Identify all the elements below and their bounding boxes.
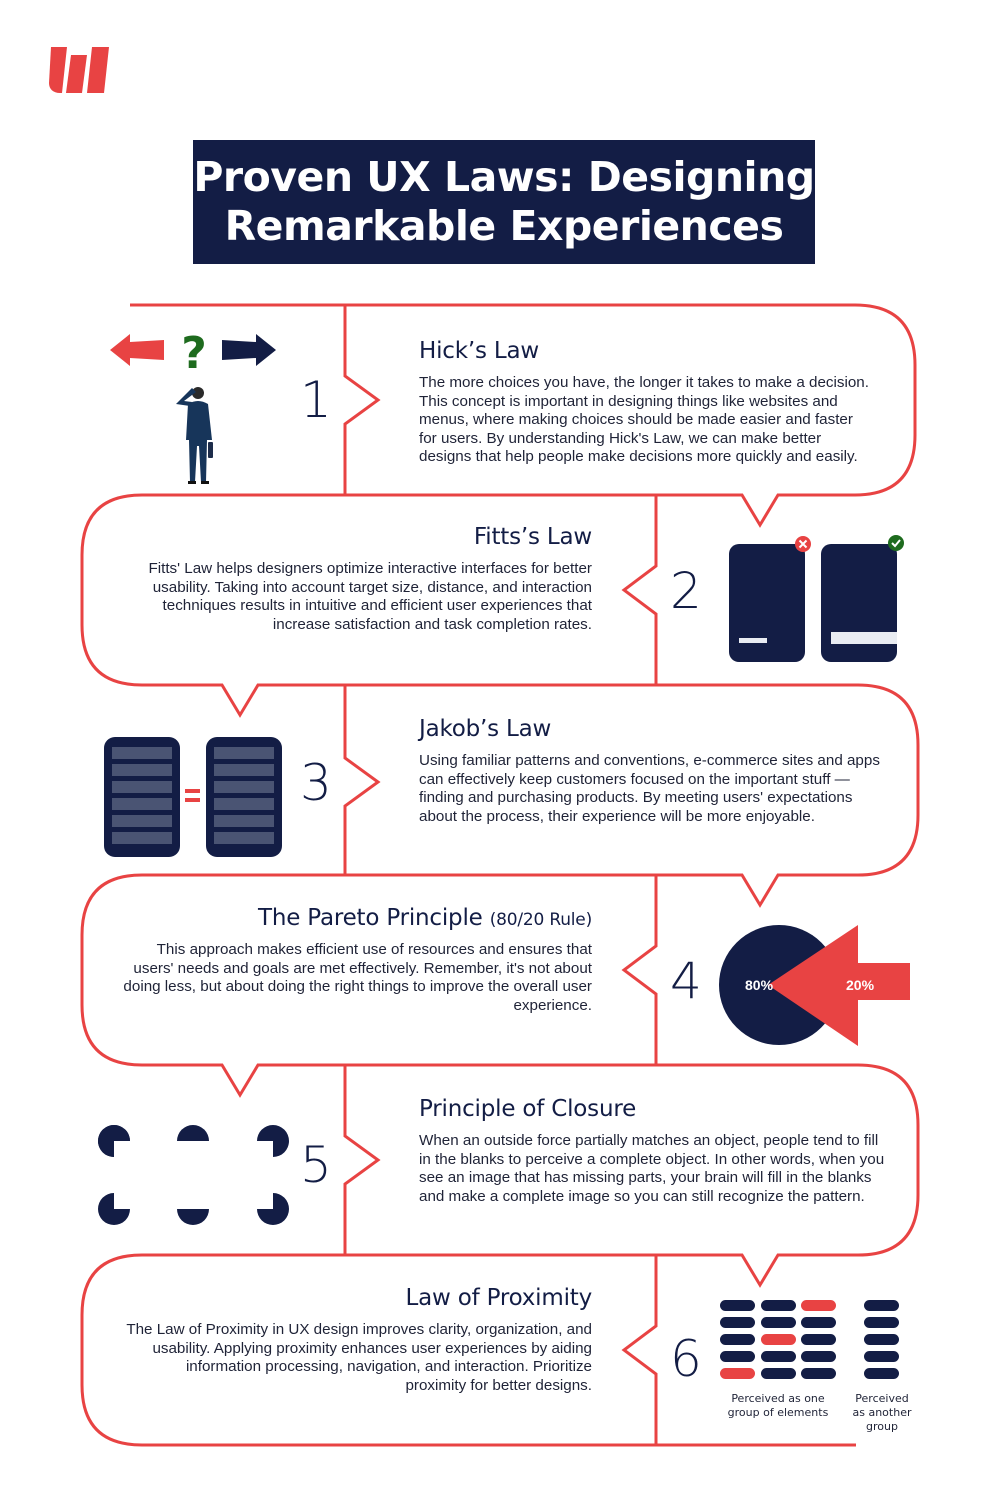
- law-title: Hick’s Law: [419, 338, 539, 364]
- law-title: The Pareto Principle (80/20 Rule): [122, 905, 592, 931]
- law-description: When an outside force partially matches …: [419, 1132, 885, 1205]
- caption-line: group: [866, 1420, 898, 1433]
- title-line-1: Proven UX Laws: Designing: [193, 153, 815, 201]
- law-number: 2: [670, 562, 702, 620]
- pareto-label-20: 20%: [846, 977, 875, 993]
- law-title: Law of Proximity: [405, 1285, 592, 1311]
- law-number: 1: [300, 371, 332, 429]
- law-title: Principle of Closure: [419, 1096, 637, 1122]
- target-size-comparison-icon: [729, 535, 904, 662]
- equals-icon: [185, 789, 200, 802]
- check-badge-icon: [888, 535, 904, 551]
- svg-text:?: ?: [181, 330, 207, 379]
- law-number: 3: [300, 754, 332, 812]
- law-number: 4: [670, 952, 702, 1010]
- law-title: Fitts’s Law: [473, 524, 592, 550]
- brand-logo-icon: [49, 47, 109, 93]
- caption-line: Perceived: [855, 1392, 909, 1405]
- law-title-main: The Pareto Principle: [258, 905, 483, 931]
- error-badge-icon: [795, 536, 811, 552]
- page-title: Proven UX Laws: Designing Remarkable Exp…: [193, 140, 815, 264]
- arrow-left-icon: [110, 334, 164, 366]
- pareto-label-80: 80%: [745, 977, 774, 993]
- pareto-pie-arrow-icon: [719, 925, 910, 1046]
- arrow-right-icon: [222, 334, 276, 366]
- closure-shapes-icon: [98, 1125, 289, 1225]
- law-description: Fitts' Law helps designers optimize inte…: [148, 560, 592, 633]
- caption-group-two: Perceived as another group: [846, 1392, 918, 1434]
- caption-line: as another: [852, 1406, 912, 1419]
- title-line-2: Remarkable Experiences: [224, 202, 784, 250]
- law-description: This approach makes efficient use of res…: [123, 941, 592, 1014]
- law-description: The Law of Proximity in UX design improv…: [126, 1321, 592, 1394]
- law-title-suffix: (80/20 Rule): [489, 910, 592, 930]
- law-title: Jakob’s Law: [419, 716, 552, 742]
- law-number: 5: [300, 1136, 332, 1194]
- equal-layouts-icon: [104, 737, 282, 857]
- proximity-groups-icon: [720, 1300, 899, 1379]
- caption-group-one: Perceived as one group of elements: [727, 1392, 829, 1419]
- law-description: Using familiar patterns and conventions,…: [419, 752, 880, 825]
- law-description: The more choices you have, the longer it…: [419, 374, 869, 466]
- person-choosing-direction-icon: ?: [110, 330, 276, 484]
- law-number: 6: [670, 1330, 702, 1388]
